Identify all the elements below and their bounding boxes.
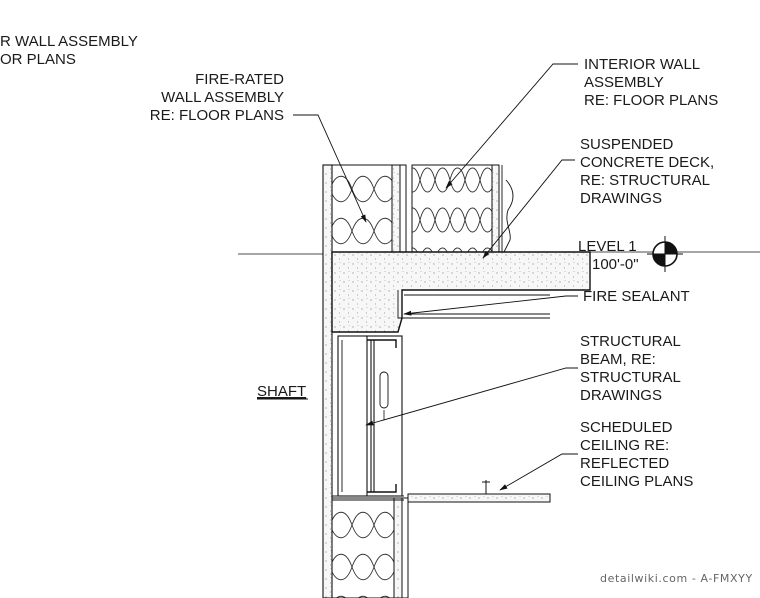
shaft-wall bbox=[322, 164, 409, 598]
label-fire-sealant: FIRE SEALANT bbox=[583, 288, 690, 305]
label-line: OR PLANS bbox=[0, 51, 76, 68]
label-fire-rated-wall: FIRE-RATED WALL ASSEMBLY RE: FLOOR PLANS bbox=[150, 71, 284, 124]
interior-wall bbox=[411, 164, 514, 253]
label-line: CEILING RE: bbox=[580, 437, 669, 454]
label-line: R WALL ASSEMBLY bbox=[0, 33, 138, 50]
label-line: RE: STRUCTURAL bbox=[580, 172, 710, 189]
label-line: DRAWINGS bbox=[580, 190, 662, 207]
label-shaft: SHAFT bbox=[257, 383, 308, 400]
label-line: INTERIOR WALL bbox=[584, 56, 700, 73]
label-line: CONCRETE DECK, bbox=[580, 154, 714, 171]
label-line: SCHEDULED bbox=[580, 419, 673, 436]
label-line: RE: FLOOR PLANS bbox=[150, 107, 284, 124]
label-line: STRUCTURAL bbox=[580, 333, 681, 350]
label-line: STRUCTURAL bbox=[580, 369, 681, 386]
concrete-deck bbox=[331, 251, 760, 333]
label-line: FIRE SEALANT bbox=[583, 288, 690, 305]
level-datum-target-icon bbox=[647, 236, 683, 272]
label-line: REFLECTED bbox=[580, 455, 669, 472]
label-scheduled-ceiling: SCHEDULED CEILING RE: REFLECTED CEILING … bbox=[580, 419, 693, 490]
label-structural-beam: STRUCTURAL BEAM, RE: STRUCTURAL DRAWINGS bbox=[580, 333, 681, 404]
label-line: ASSEMBLY bbox=[584, 74, 664, 91]
label-line: BEAM, RE: bbox=[580, 351, 656, 368]
label-line: CEILING PLANS bbox=[580, 473, 693, 490]
shaft-label: SHAFT bbox=[257, 383, 306, 400]
label-line: DRAWINGS bbox=[580, 387, 662, 404]
label-suspended-deck: SUSPENDED CONCRETE DECK, RE: STRUCTURAL … bbox=[580, 136, 714, 207]
label-line: SUSPENDED bbox=[580, 136, 674, 153]
structural-beam bbox=[332, 335, 404, 501]
label-line: WALL ASSEMBLY bbox=[161, 89, 284, 106]
level-elevation: 100'-0" bbox=[592, 256, 639, 273]
level-name: LEVEL 1 bbox=[578, 238, 637, 255]
watermark: detailwiki.com - A-FMXYY bbox=[600, 572, 753, 585]
label-level: LEVEL 1 100'-0" bbox=[578, 238, 639, 273]
label-line: RE: FLOOR PLANS bbox=[584, 92, 718, 109]
ceiling bbox=[407, 480, 551, 503]
label-interior-wall: INTERIOR WALL ASSEMBLY RE: FLOOR PLANS bbox=[584, 56, 718, 109]
label-top-left-wall-assembly: R WALL ASSEMBLY OR PLANS bbox=[0, 33, 138, 68]
leader-lines bbox=[293, 63, 578, 491]
label-line: FIRE-RATED bbox=[195, 71, 284, 88]
